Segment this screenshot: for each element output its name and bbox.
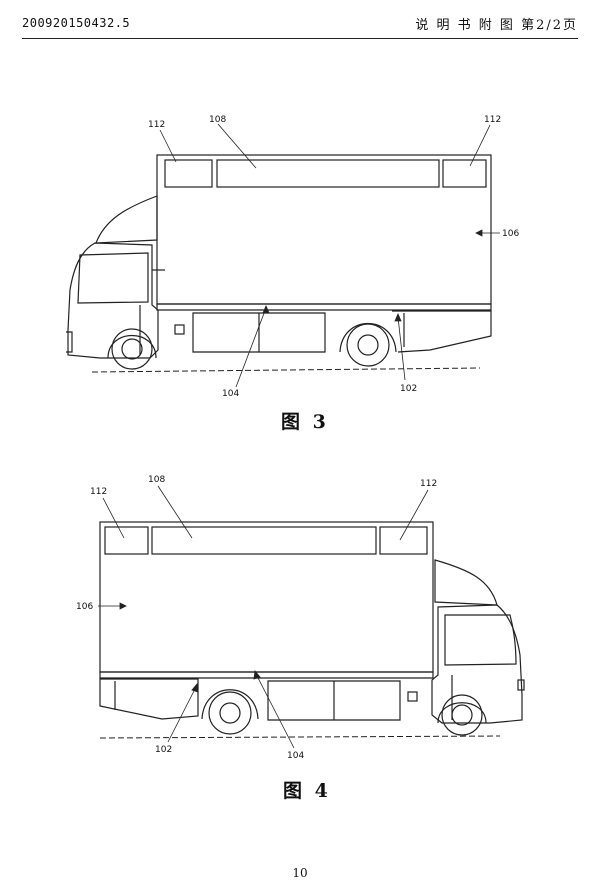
page-indicator: 第2/2页 xyxy=(521,18,578,33)
label-102: 102 xyxy=(400,384,417,394)
label-104: 104 xyxy=(287,751,304,761)
figure-4: 112 108 112 106 102 104 xyxy=(0,470,600,770)
panel-108 xyxy=(151,526,377,555)
truck-drawing-right: 112 108 112 106 102 104 xyxy=(76,475,525,761)
label-112: 112 xyxy=(90,487,107,497)
panel-108 xyxy=(216,159,440,188)
page-number: 10 xyxy=(292,866,308,880)
truck-drawing-left: 112 108 112 106 104 102 xyxy=(66,115,519,399)
panel-112-left xyxy=(164,159,213,188)
label-112: 112 xyxy=(148,120,165,130)
panel-112-left xyxy=(104,526,149,555)
patent-number: 200920150432.5 xyxy=(22,16,131,30)
label-106: 106 xyxy=(502,229,519,239)
panel-112-right xyxy=(442,159,487,188)
label-108: 108 xyxy=(148,475,165,485)
label-104: 104 xyxy=(222,389,239,399)
label-106: 106 xyxy=(76,602,93,612)
section-title: 说 明 书 附 图 xyxy=(415,18,515,33)
page-header: 说 明 书 附 图 第2/2页 xyxy=(415,14,578,33)
figure-3-caption: 图 3 xyxy=(281,411,329,433)
panel-112-right xyxy=(379,526,428,555)
label-112: 112 xyxy=(484,115,501,125)
figure-4-caption: 图 4 xyxy=(283,780,331,802)
cargo-box xyxy=(99,521,434,673)
header-rule xyxy=(22,38,578,39)
label-108: 108 xyxy=(209,115,226,125)
label-112: 112 xyxy=(420,479,437,489)
cargo-box xyxy=(156,154,492,305)
figure-3: 112 108 112 106 104 102 xyxy=(0,100,600,400)
label-102: 102 xyxy=(155,745,172,755)
